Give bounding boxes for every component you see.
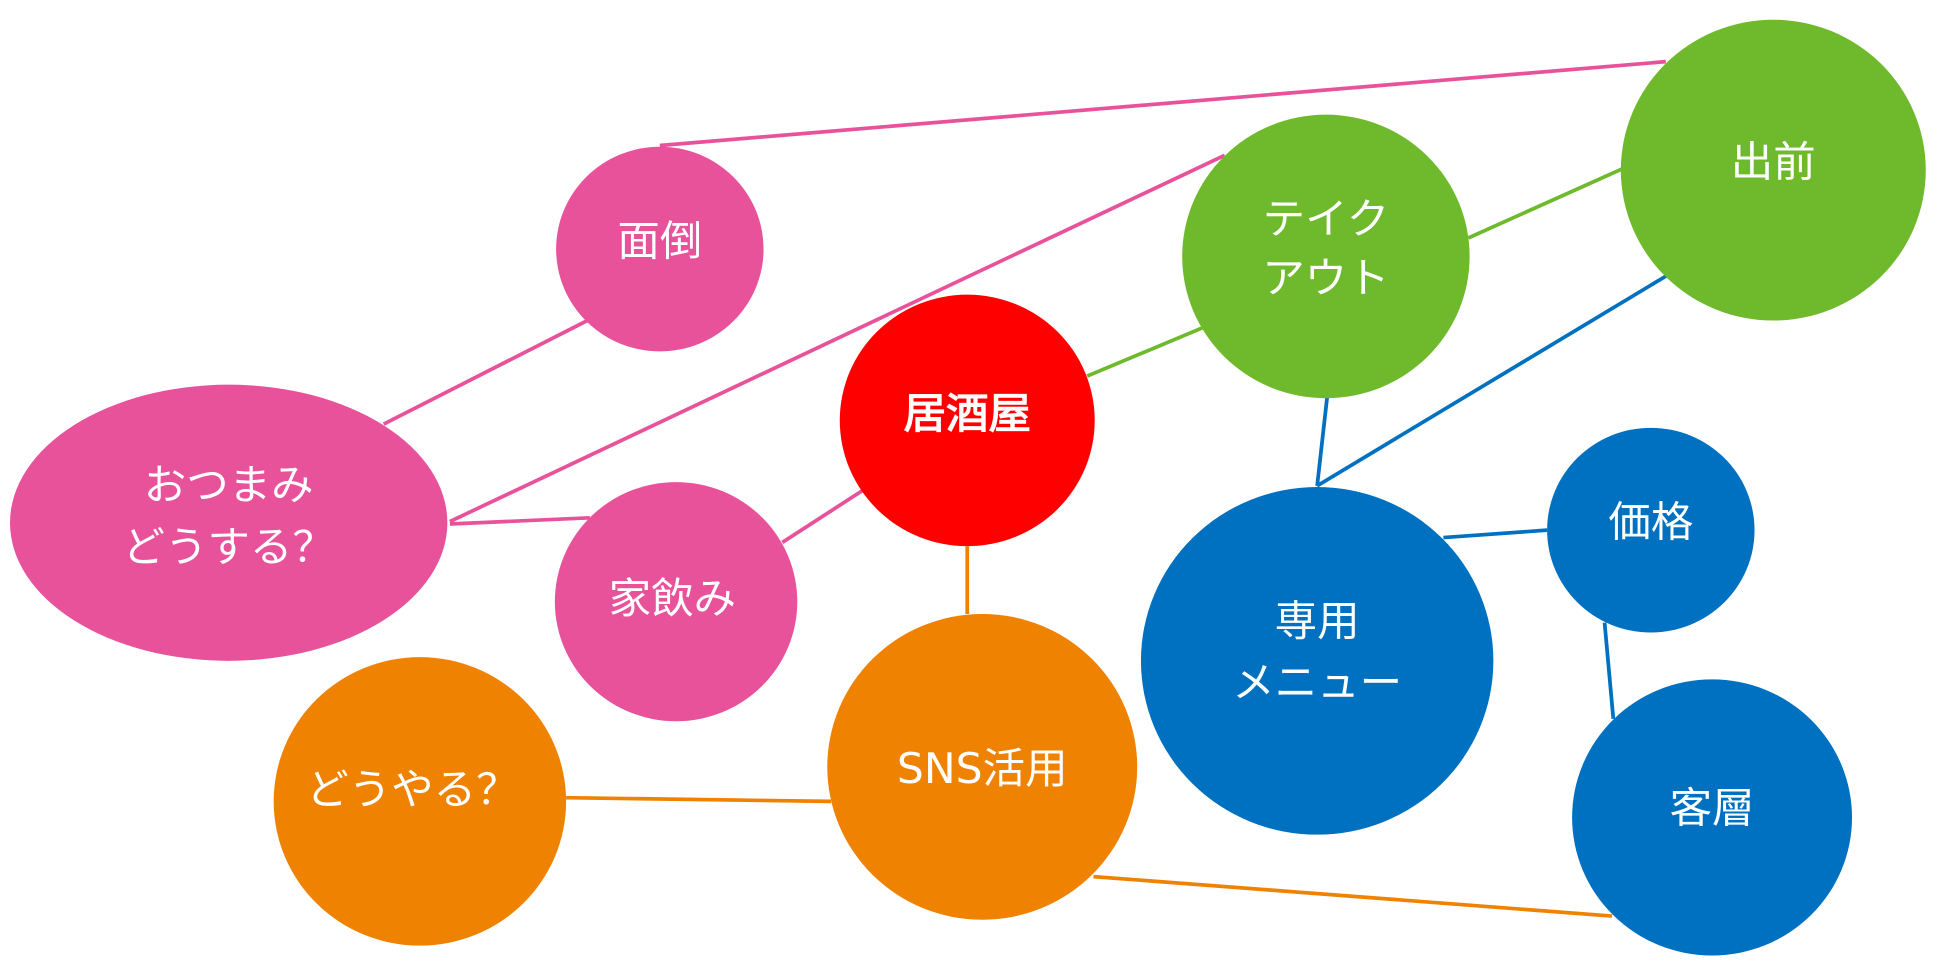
node-label: 出前 bbox=[1731, 138, 1816, 187]
node-menu: 専用 メニュー bbox=[1140, 487, 1494, 835]
link-takeout-menu bbox=[1315, 396, 1330, 486]
link-otsumami-mendou bbox=[382, 318, 589, 426]
node-label: どうする？ bbox=[123, 523, 335, 572]
link-mendou-demae bbox=[659, 59, 1666, 148]
node-label: アウト bbox=[1262, 254, 1389, 303]
node-label: 価格 bbox=[1608, 498, 1693, 547]
node-label: テイク bbox=[1263, 195, 1390, 244]
node-douyaru: どうやる？ bbox=[273, 657, 567, 946]
node-mendou: 面倒 bbox=[556, 146, 764, 352]
link-ienomi-center bbox=[781, 489, 864, 545]
node-label: メニュー bbox=[1232, 658, 1402, 707]
node-sns: SNS活用 bbox=[827, 613, 1138, 920]
node-takeout: テイク アウト bbox=[1182, 114, 1470, 399]
node-label: 面倒 bbox=[617, 217, 702, 266]
node-ienomi: 家飲み bbox=[554, 482, 798, 722]
link-sns-kyakusou bbox=[1093, 874, 1613, 918]
link-kakaku-kyakusou bbox=[1602, 622, 1616, 719]
link-otsumami-ienomi bbox=[449, 515, 590, 526]
node-kakaku: 価格 bbox=[1547, 427, 1755, 633]
node-label: どうやる？ bbox=[306, 765, 518, 814]
node-label: SNS活用 bbox=[897, 744, 1068, 793]
node-label: 居酒屋 bbox=[904, 389, 1031, 438]
node-kyakusou: 客層 bbox=[1572, 679, 1853, 956]
node-center: 居酒屋 bbox=[839, 294, 1095, 547]
node-demae: 出前 bbox=[1620, 19, 1926, 321]
link-menu-kakaku bbox=[1443, 528, 1548, 540]
link-otsumami-takeout bbox=[449, 153, 1226, 524]
link-takeout-demae bbox=[1467, 167, 1623, 240]
link-douyaru-sns bbox=[566, 795, 832, 804]
node-label: 客層 bbox=[1670, 784, 1755, 833]
node-label: おつまみ bbox=[144, 461, 314, 510]
link-menu-demae bbox=[1316, 274, 1667, 488]
node-label: 専用 bbox=[1275, 597, 1360, 646]
link-center-takeout bbox=[1086, 326, 1203, 378]
node-otsumami: おつまみ どうする？ bbox=[9, 384, 448, 661]
node-label: 家飲み bbox=[609, 574, 736, 623]
